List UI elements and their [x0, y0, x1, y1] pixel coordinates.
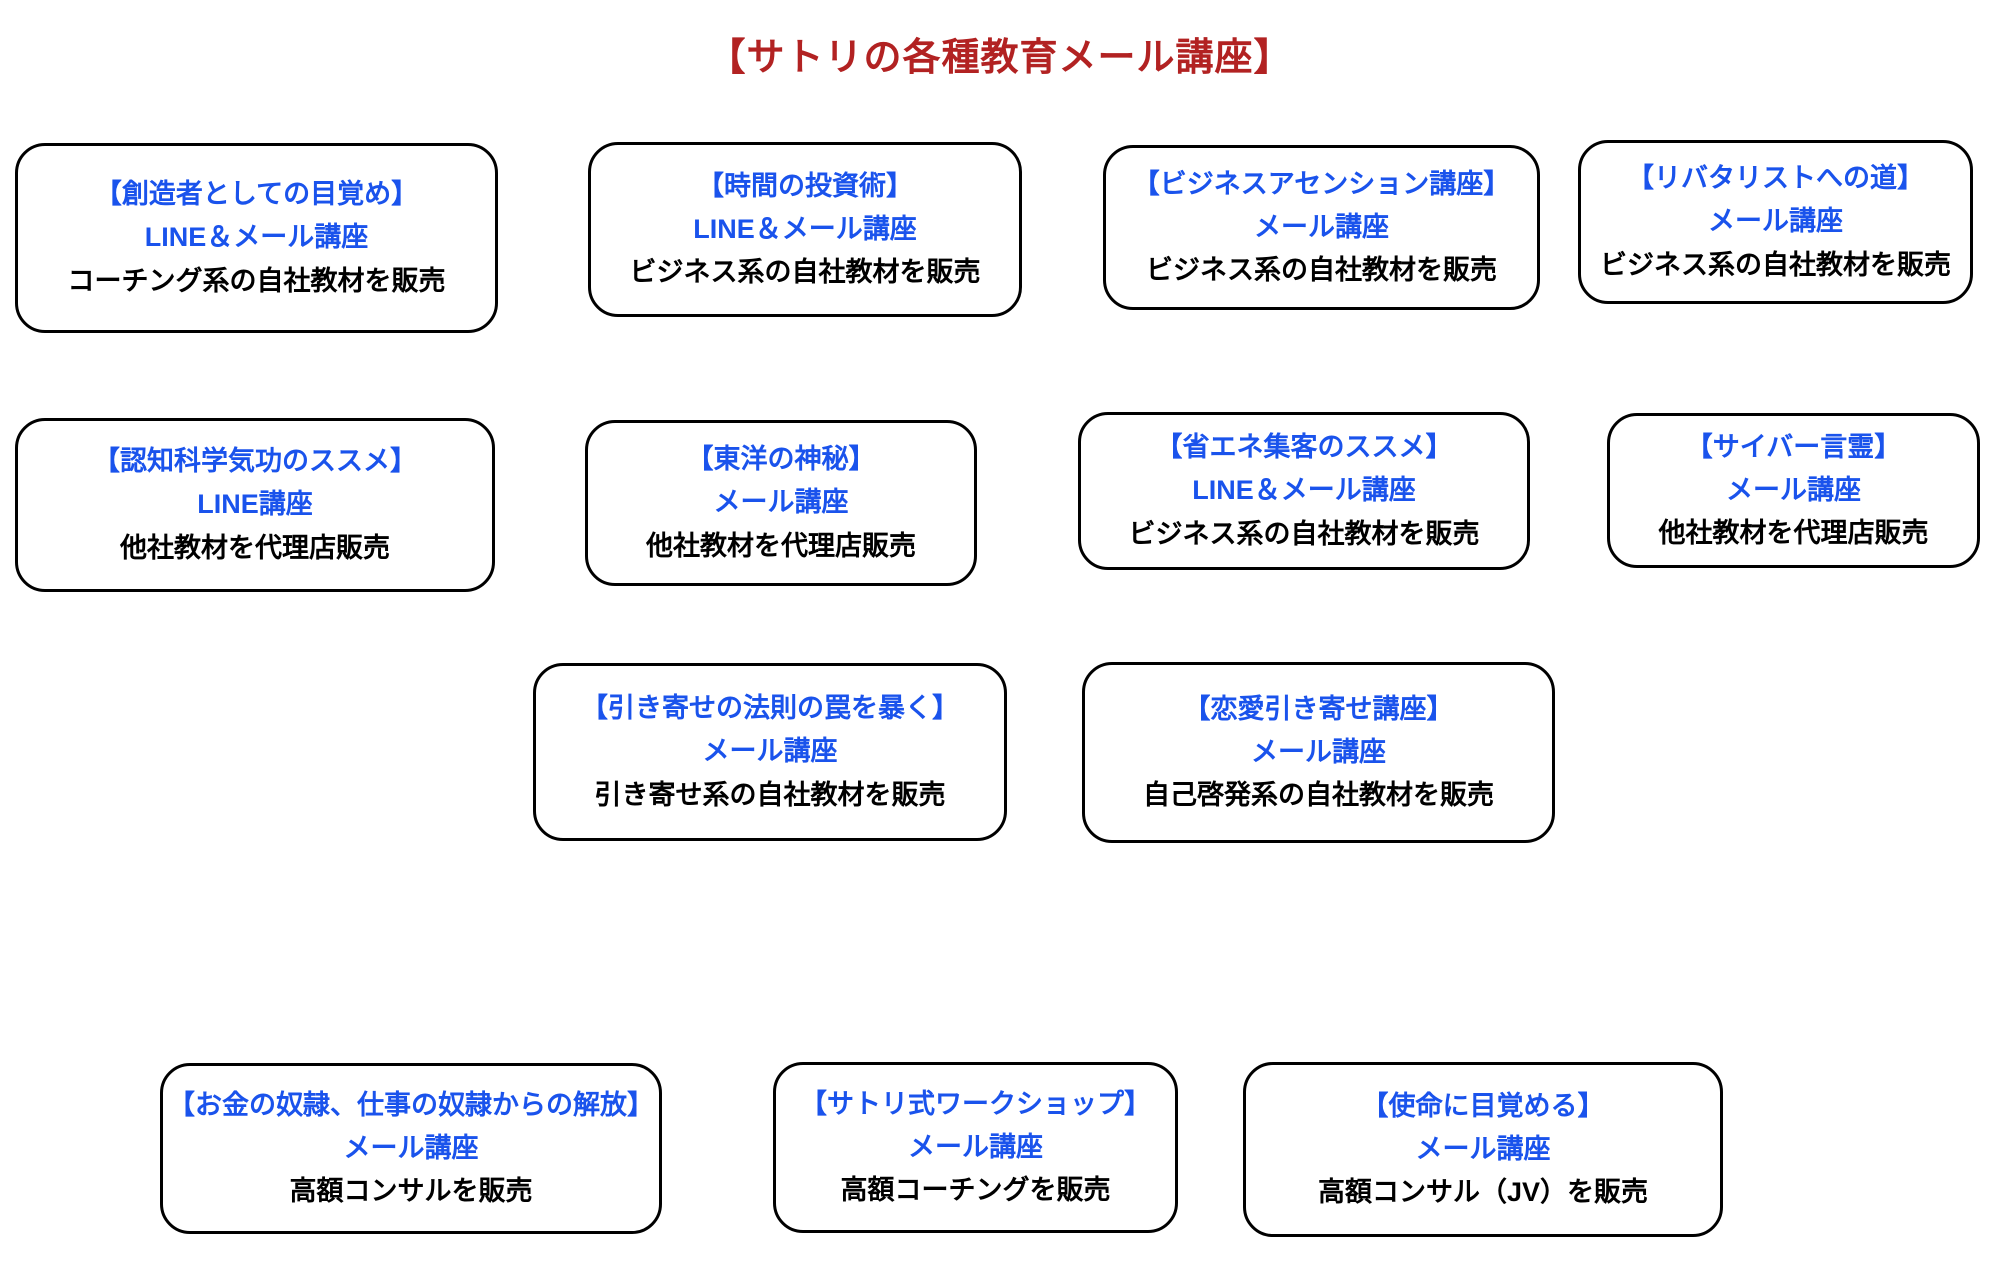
course-card: 【認知科学気功のススメ】 LINE講座 他社教材を代理店販売 — [15, 418, 495, 592]
course-sales: 高額コンサル（JV）を販売 — [1317, 1177, 1649, 1208]
course-title: 【サイバー言霊】 — [1685, 431, 1902, 462]
course-card: 【引き寄せの法則の罠を暴く】 メール講座 引き寄せ系の自社教材を販売 — [533, 663, 1007, 841]
course-sales: 他社教材を代理店販売 — [1658, 518, 1929, 549]
course-sales: 高額コーチングを販売 — [840, 1175, 1111, 1206]
course-card: 【リバタリストへの道】 メール講座 ビジネス系の自社教材を販売 — [1578, 140, 1973, 304]
course-sales: コーチング系の自社教材を販売 — [67, 265, 446, 296]
course-card: 【サイバー言霊】 メール講座 他社教材を代理店販売 — [1607, 413, 1980, 568]
course-card: 【省エネ集客のススメ】 LINE＆メール講座 ビジネス系の自社教材を販売 — [1078, 412, 1530, 570]
course-sales: ビジネス系の自社教材を販売 — [1600, 249, 1951, 280]
course-sales: ビジネス系の自社教材を販売 — [1146, 255, 1497, 286]
course-card: 【恋愛引き寄せ講座】 メール講座 自己啓発系の自社教材を販売 — [1082, 662, 1555, 843]
page-title: 【サトリの各種教育メール講座】 — [707, 37, 1293, 79]
course-sales: 自己啓発系の自社教材を販売 — [1143, 780, 1494, 811]
course-card: 【お金の奴隷、仕事の奴隷からの解放】 メール講座 高額コンサルを販売 — [160, 1063, 662, 1234]
course-sales: 他社教材を代理店販売 — [646, 530, 916, 561]
course-title: 【認知科学気功のススメ】 — [93, 446, 417, 477]
course-title: 【創造者としての目覚め】 — [94, 179, 419, 210]
course-title: 【省エネ集客のススメ】 — [1155, 432, 1453, 463]
course-type: メール講座 — [702, 736, 838, 767]
course-sales: ビジネス系の自社教材を販売 — [629, 257, 981, 288]
course-type: LINE＆メール講座 — [693, 213, 917, 244]
course-title: 【お金の奴隷、仕事の奴隷からの解放】 — [168, 1089, 654, 1120]
course-card: 【サトリ式ワークショップ】 メール講座 高額コーチングを販売 — [773, 1062, 1178, 1233]
course-type: メール講座 — [1251, 736, 1386, 767]
course-card: 【ビジネスアセンション講座】 メール講座 ビジネス系の自社教材を販売 — [1103, 145, 1540, 310]
course-title: 【使命に目覚める】 — [1361, 1090, 1605, 1121]
course-sales: 高額コンサルを販売 — [289, 1176, 533, 1207]
course-title: 【東洋の神秘】 — [686, 444, 876, 475]
course-type: LINE＆メール講座 — [1192, 475, 1416, 506]
course-type: メール講座 — [343, 1132, 479, 1163]
course-type: メール講座 — [713, 487, 849, 518]
course-card: 【東洋の神秘】 メール講座 他社教材を代理店販売 — [585, 420, 977, 586]
course-sales: 他社教材を代理店販売 — [120, 532, 390, 563]
course-type: メール講座 — [1708, 206, 1843, 237]
course-card: 【使命に目覚める】 メール講座 高額コンサル（JV）を販売 — [1243, 1062, 1723, 1237]
course-sales: 引き寄せ系の自社教材を販売 — [594, 779, 946, 810]
course-type: LINE講座 — [197, 489, 313, 520]
course-title: 【引き寄せの法則の罠を暴く】 — [581, 693, 959, 724]
course-card: 【時間の投資術】 LINE＆メール講座 ビジネス系の自社教材を販売 — [588, 142, 1022, 317]
course-type: メール講座 — [1726, 474, 1861, 505]
course-card: 【創造者としての目覚め】 LINE＆メール講座 コーチング系の自社教材を販売 — [15, 143, 498, 333]
course-title: 【恋愛引き寄せ講座】 — [1183, 693, 1454, 724]
course-sales: ビジネス系の自社教材を販売 — [1128, 518, 1480, 549]
course-title: 【サトリ式ワークショップ】 — [800, 1088, 1151, 1119]
course-type: メール講座 — [1415, 1133, 1551, 1164]
course-title: 【リバタリストへの道】 — [1627, 163, 1924, 194]
course-type: LINE＆メール講座 — [144, 222, 369, 253]
course-type: メール講座 — [908, 1131, 1043, 1162]
course-title: 【ビジネスアセンション講座】 — [1132, 168, 1511, 199]
course-type: メール講座 — [1254, 211, 1389, 242]
course-title: 【時間の投資術】 — [697, 170, 913, 201]
